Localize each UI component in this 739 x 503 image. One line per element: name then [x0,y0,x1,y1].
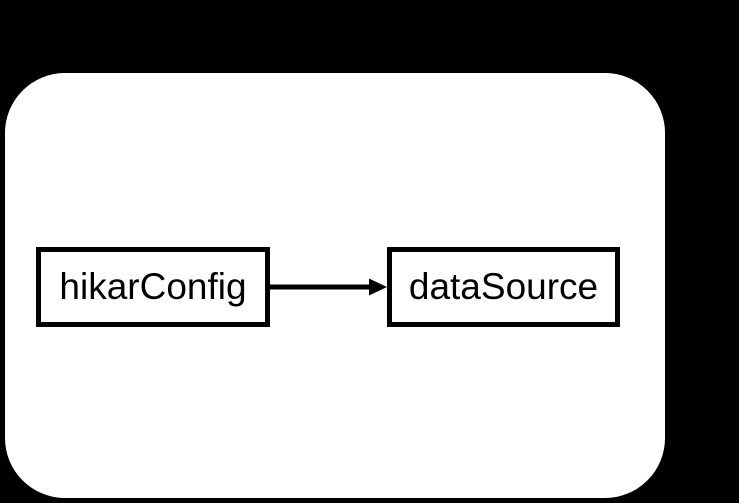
node-datasource: dataSource [387,247,620,327]
right-arrow-icon [270,278,387,296]
node-label: hikarConfig [59,266,247,307]
node-hikarconfig: hikarConfig [36,247,270,327]
diagram-panel: hikarConfig dataSource [5,73,665,498]
arrow-connector [270,277,387,297]
node-label: dataSource [408,266,599,307]
